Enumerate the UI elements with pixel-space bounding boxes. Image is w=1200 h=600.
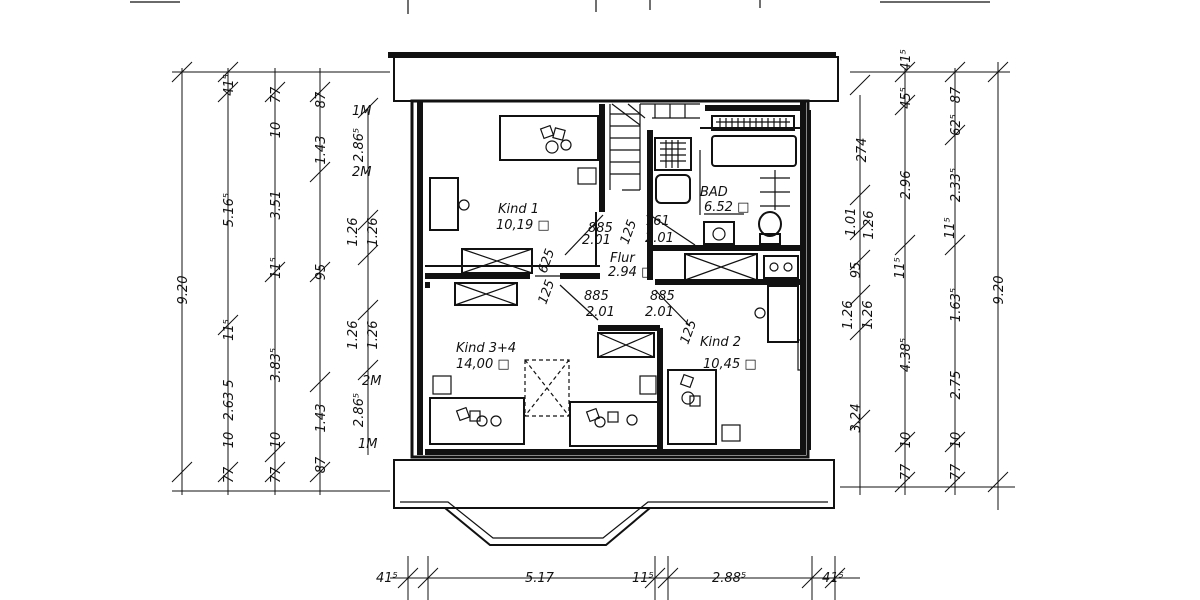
left-wall-b: 1.26 <box>346 218 361 247</box>
left-dim-g: 10 <box>222 432 237 449</box>
left-wall-e: 1.26 <box>366 321 381 350</box>
room-kind34-area: 14,00 □ <box>456 357 510 372</box>
room-flur-name: Flur <box>610 251 636 266</box>
mark-2m-bottom: 2M <box>362 374 382 389</box>
right-inner-d: 95 <box>849 262 864 279</box>
room-kind1-area: 10,19 □ <box>496 218 550 233</box>
door-small-a: 125 <box>536 278 559 306</box>
right-total-dim: 9.20 <box>992 276 1007 305</box>
bottom-dim-b: 5.17 <box>525 571 555 586</box>
left-dimensions <box>171 61 390 495</box>
left-mid-g: 77 <box>269 466 284 483</box>
interior-walls <box>425 104 802 452</box>
bottom-dim-e: 41⁵ <box>822 571 844 586</box>
room-kind2-name: Kind 2 <box>700 335 741 350</box>
right-inner-e: 1.26 <box>841 301 856 330</box>
right-mid-e: 10 <box>899 432 914 449</box>
left-inner-c: 95 <box>314 264 329 281</box>
left-wall-a: 2.86⁵ <box>352 128 367 162</box>
right-dimensions <box>840 61 1015 510</box>
right-outer2-b: 87 <box>949 86 964 103</box>
mark-2m-top: 2M <box>352 165 372 180</box>
right-outer2-c: 2.33⁵ <box>949 168 964 202</box>
right-mid-a: 45⁵ <box>899 87 914 109</box>
left-mid-a: 77 <box>269 86 284 103</box>
left-dim-f: 41⁵ <box>222 74 237 96</box>
room-kind2-area: 10,45 □ <box>703 357 757 372</box>
left-inner-b: 1.43 <box>314 136 329 165</box>
right-outer2-g: 10 <box>949 432 964 449</box>
door-label-4-top: 885 <box>650 289 675 304</box>
left-dim-b: 2.63 5 <box>222 379 237 420</box>
bathroom-fixtures <box>654 115 797 245</box>
right-outer2-f: 2.75 <box>949 371 964 400</box>
bottom-dim-d: 2.88⁵ <box>712 571 746 586</box>
right-outer2-e: 1.63⁵ <box>949 288 964 322</box>
right-inner-a: 274 <box>855 138 870 163</box>
left-mid-f: 10 <box>269 432 284 449</box>
left-dim-g2: 11⁵ <box>222 319 237 341</box>
right-inner-g: 3.24 <box>849 404 864 433</box>
room-kind1-name: Kind 1 <box>498 202 539 217</box>
chair-symbols <box>455 124 766 428</box>
room-bad-area: 6.52 □ <box>704 200 749 215</box>
right-outer-a: 41⁵ <box>899 49 914 71</box>
left-wall-c: 1.26 <box>366 218 381 247</box>
room-kind34-name: Kind 3+4 <box>456 341 516 356</box>
right-mid-b: 2.96 <box>899 171 914 200</box>
right-inner-b: 1.01 <box>844 208 859 237</box>
door-label-2-top: 761 <box>645 214 670 229</box>
left-wall-f: 2.86⁵ <box>352 393 367 427</box>
door-label-3-top: 885 <box>584 289 609 304</box>
door-swings <box>535 214 696 327</box>
door-small-b: 625 <box>536 247 559 275</box>
door-label-1-top: 885 <box>588 221 613 236</box>
stove <box>763 255 799 279</box>
left-wall-d: 1.26 <box>346 321 361 350</box>
left-inner-e: 87 <box>314 456 329 473</box>
furniture <box>429 115 803 447</box>
right-mid-f: 77 <box>899 463 914 480</box>
left-total-dim: 9.20 <box>176 276 191 305</box>
left-mid-e: 3.83⁵ <box>269 348 284 382</box>
right-outer2-a: 62⁵ <box>949 114 964 136</box>
left-dim-a: 5.16⁵ <box>222 193 237 227</box>
door-label-3-bot: 2.01 <box>586 305 615 320</box>
right-inner-f: 1.26 <box>861 301 876 330</box>
top-edge-fragments <box>130 0 990 14</box>
room-bad-name: BAD <box>700 185 728 200</box>
right-outer2-d: 11⁵ <box>943 217 958 239</box>
left-inner-d: 1.43 <box>314 404 329 433</box>
right-mid-d: 4.38⁵ <box>899 338 914 372</box>
roof-overhang-top <box>388 52 839 102</box>
roof-overhang-bottom <box>393 459 835 546</box>
door-small-d: 125 <box>678 318 701 346</box>
door-small-c: 125 <box>618 218 641 246</box>
door-label-1-bot: 2.01 <box>582 233 611 248</box>
room-flur-area: 2.94 □ <box>608 265 653 280</box>
left-mid-b: 10 <box>269 122 284 139</box>
left-mid-c: 3.51 <box>269 191 284 220</box>
right-outer2-h: 77 <box>949 463 964 480</box>
door-label-2-bot: 2.01 <box>645 231 674 246</box>
bottom-dim-c: 11⁵ <box>632 571 654 586</box>
right-inner-c: 1.26 <box>862 211 877 240</box>
left-dim-i: 77 <box>222 466 237 483</box>
staircase <box>609 103 700 191</box>
exterior-walls <box>410 99 811 459</box>
bottom-dim-a: 41⁵ <box>376 571 398 586</box>
door-label-4-bot: 2.01 <box>645 305 674 320</box>
left-mid-d: 11⁵ <box>269 257 284 279</box>
mark-1m-bottom: 1M <box>358 437 378 452</box>
bottom-dimensions <box>390 556 860 600</box>
left-inner-a: 87 <box>314 91 329 108</box>
mark-1m-top: 1M <box>352 104 372 119</box>
wardrobes <box>454 248 758 417</box>
right-mid-c: 11⁵ <box>893 257 908 279</box>
